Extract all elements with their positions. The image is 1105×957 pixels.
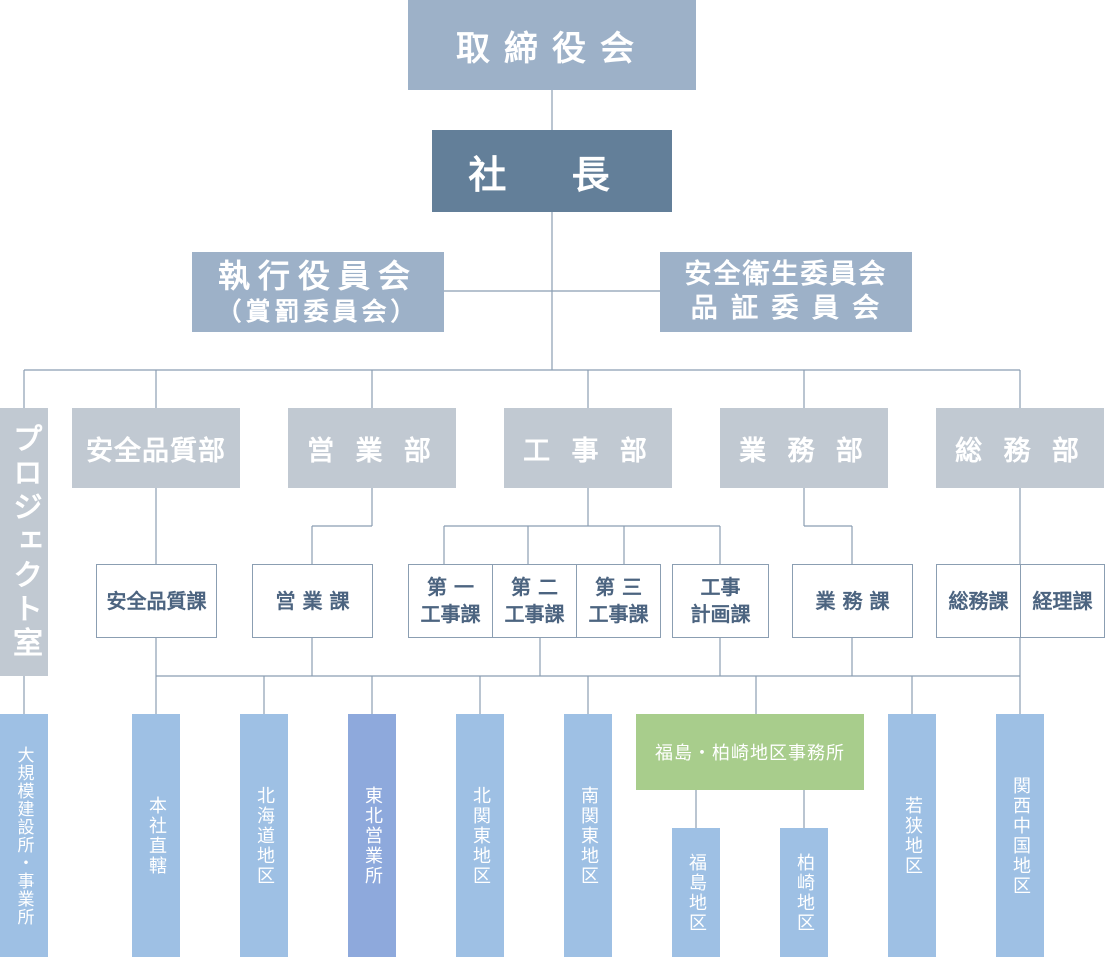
- fukushima-kashiwazaki-office: 福島・柏崎地区事務所: [636, 714, 864, 790]
- area-fukushima: 福島地区: [672, 828, 720, 957]
- area-kansai-chugoku-label: 関西中国地区: [1010, 775, 1031, 896]
- dept-safety-quality: 安全品質部: [72, 408, 240, 488]
- area-large-sites-label: 大規模建設所・事業所: [13, 745, 34, 926]
- section-sales: 営 業 課: [252, 564, 373, 638]
- dept-sales: 営 業 部: [288, 408, 456, 488]
- executive-committee-line2: （賞罰委員会）: [216, 297, 420, 327]
- dept-safety-quality-label: 安全品質部: [86, 435, 226, 467]
- safety-committee-line2: 品 証 委 員 会: [690, 293, 882, 324]
- board-label: 取締役会: [456, 28, 648, 69]
- section-planning-line2: 計画課: [690, 602, 751, 626]
- area-kashiwazaki-label: 柏崎地区: [794, 852, 815, 933]
- section-business-label: 業 務 課: [815, 588, 890, 613]
- area-kita-kanto-label: 北関東地区: [470, 785, 491, 886]
- section-accounting: 経理課: [1020, 564, 1105, 638]
- area-kashiwazaki: 柏崎地区: [780, 828, 828, 957]
- dept-construction: 工 事 部: [504, 408, 672, 488]
- section-construction-2-line2: 工事課: [504, 602, 565, 626]
- area-kita-kanto: 北関東地区: [456, 714, 504, 957]
- area-head-office: 本社直轄: [132, 714, 180, 957]
- project-office-label: プロジェクト室: [7, 423, 42, 661]
- president: 社 長: [432, 130, 672, 212]
- fukushima-office-label: 福島・柏崎地区事務所: [655, 743, 845, 764]
- dept-sales-label: 営 業 部: [307, 435, 437, 467]
- project-office: プロジェクト室: [0, 408, 48, 676]
- section-construction-2: 第 二 工事課: [492, 564, 577, 638]
- section-general-label: 総務課: [948, 588, 1009, 613]
- area-wakasa-label: 若狭地区: [902, 795, 923, 876]
- area-minami-kanto-label: 南関東地区: [578, 785, 599, 886]
- section-construction-1: 第 一 工事課: [408, 564, 493, 638]
- executive-committee: 執行役員会 （賞罰委員会）: [192, 252, 444, 332]
- area-wakasa: 若狭地区: [888, 714, 936, 957]
- area-tohoku-label: 東北営業所: [362, 785, 383, 886]
- dept-general-affairs-label: 総 務 部: [955, 435, 1085, 467]
- area-kansai-chugoku: 関西中国地区: [996, 714, 1044, 957]
- dept-business-label: 業 務 部: [739, 435, 869, 467]
- area-head-office-label: 本社直轄: [146, 795, 167, 876]
- section-safety-quality-label: 安全品質課: [106, 588, 207, 613]
- area-hokkaido: 北海道地区: [240, 714, 288, 957]
- section-construction-2-line1: 第 二: [511, 575, 558, 599]
- dept-general-affairs: 総 務 部: [936, 408, 1104, 488]
- section-construction-planning: 工事 計画課: [672, 564, 769, 638]
- section-accounting-label: 経理課: [1032, 588, 1093, 613]
- dept-business: 業 務 部: [720, 408, 888, 488]
- dept-construction-label: 工 事 部: [523, 435, 653, 467]
- area-large-sites: 大規模建設所・事業所: [0, 714, 48, 957]
- safety-health-committee: 安全衛生委員会 品 証 委 員 会: [660, 252, 912, 332]
- area-minami-kanto: 南関東地区: [564, 714, 612, 957]
- section-construction-3-line2: 工事課: [588, 602, 649, 626]
- section-business: 業 務 課: [792, 564, 913, 638]
- area-tohoku-office: 東北営業所: [348, 714, 396, 957]
- safety-committee-line1: 安全衛生委員会: [684, 259, 888, 291]
- section-sales-label: 営 業 課: [275, 588, 350, 613]
- section-construction-3: 第 三 工事課: [576, 564, 661, 638]
- area-hokkaido-label: 北海道地区: [254, 785, 275, 886]
- section-construction-1-line2: 工事課: [420, 602, 481, 626]
- area-fukushima-label: 福島地区: [686, 852, 707, 933]
- executive-committee-line1: 執行役員会: [217, 257, 418, 296]
- section-construction-1-line1: 第 一: [427, 575, 474, 599]
- section-general: 総務課: [936, 564, 1021, 638]
- section-planning-line1: 工事: [700, 575, 741, 599]
- section-safety-quality: 安全品質課: [96, 564, 217, 638]
- board-of-directors: 取締役会: [408, 0, 696, 90]
- section-construction-3-line1: 第 三: [595, 575, 642, 599]
- president-label: 社 長: [468, 152, 636, 197]
